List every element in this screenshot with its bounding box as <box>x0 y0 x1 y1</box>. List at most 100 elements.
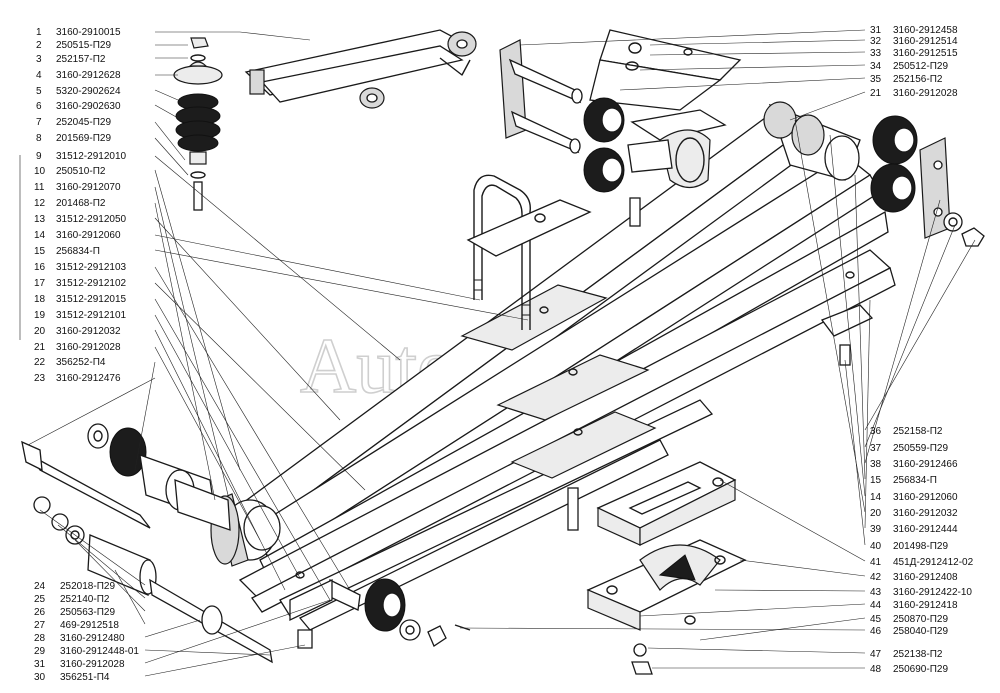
callout-part: 31512-2912102 <box>56 278 127 289</box>
callout-part: 252157-П2 <box>56 54 106 65</box>
rear-pin-hardware <box>289 578 471 649</box>
callout-num: 15 <box>870 475 882 486</box>
callout-num: 30 <box>34 672 46 683</box>
callout-num: 20 <box>34 326 46 337</box>
callout-part: 3160-2912028 <box>893 88 958 99</box>
callout-num: 42 <box>870 572 882 583</box>
callout-num: 31 <box>870 25 882 36</box>
callout-num: 22 <box>34 357 46 368</box>
callout-num: 45 <box>870 614 882 625</box>
bump-stop-stack <box>173 37 223 211</box>
callouts-right: 36 252158-П2 37 250559-П29 38 3160-29124… <box>870 426 974 675</box>
callout-num: 37 <box>870 443 882 454</box>
leaf-spring-pack <box>238 117 896 631</box>
callout-num: 24 <box>34 581 46 592</box>
callout-num: 29 <box>34 646 46 657</box>
callout-part: 250690-П29 <box>893 664 948 675</box>
callout-num: 10 <box>34 166 46 177</box>
callout-num: 43 <box>870 587 882 598</box>
front-bracket-pins <box>499 39 583 154</box>
callouts-top-right: 31 3160-2912458 32 3160-2912514 33 3160-… <box>870 25 958 99</box>
callout-part: 252140-П2 <box>60 594 110 605</box>
callout-num: 38 <box>870 459 882 470</box>
callout-part: 250510-П2 <box>56 166 106 177</box>
callouts-bottom-left: 24 252018-П29 25 252140-П2 26 250563-П29… <box>34 581 139 683</box>
callout-num: 2 <box>36 40 42 51</box>
callout-num: 25 <box>34 594 46 605</box>
callout-part: 5320-2902624 <box>56 86 121 97</box>
callout-part: 250515-П29 <box>56 40 111 51</box>
callout-num: 1 <box>36 27 42 38</box>
rubber-bushings <box>109 97 918 632</box>
callout-part: 250870-П29 <box>893 614 948 625</box>
callout-part: 3160-2912444 <box>893 524 958 535</box>
callout-num: 33 <box>870 48 882 59</box>
callout-num: 40 <box>870 541 882 552</box>
callout-part: 250512-П29 <box>893 61 948 72</box>
callout-part: 3160-2912408 <box>893 572 958 583</box>
callout-num: 35 <box>870 74 882 85</box>
callout-num: 5 <box>36 86 42 97</box>
callout-num: 26 <box>34 607 46 618</box>
callout-part: 31512-2912103 <box>56 262 127 273</box>
callout-part: 252156-П2 <box>893 74 943 85</box>
callout-num: 41 <box>870 557 882 568</box>
callouts-left: 1 3160-2910015 2 250515-П29 3 252157-П2 … <box>34 27 127 384</box>
callout-num: 32 <box>870 36 882 47</box>
callout-num: 34 <box>870 61 882 72</box>
callout-part: 3160-2912060 <box>893 492 958 503</box>
callout-part: 201569-П29 <box>56 133 111 144</box>
callout-part: 3160-2912070 <box>56 182 121 193</box>
callout-part: 3160-2912028 <box>60 659 125 670</box>
callout-part: 258040-П29 <box>893 626 948 637</box>
callout-num: 20 <box>870 508 882 519</box>
callout-part: 252045-П29 <box>56 117 111 128</box>
callout-part: 3160-2912476 <box>56 373 121 384</box>
callout-num: 19 <box>34 310 46 321</box>
callout-num: 4 <box>36 70 42 81</box>
callout-part: 31512-2912010 <box>56 151 127 162</box>
callout-num: 27 <box>34 620 46 631</box>
callout-num: 11 <box>34 182 45 193</box>
u-bolt <box>466 174 592 330</box>
callout-part: 356251-П4 <box>60 672 110 683</box>
callout-num: 8 <box>36 133 42 144</box>
callout-num: 14 <box>870 492 882 503</box>
callout-num: 21 <box>34 342 46 353</box>
callout-part: 469-2912518 <box>60 620 119 631</box>
callout-num: 14 <box>34 230 46 241</box>
callout-part: 3160-2912480 <box>60 633 125 644</box>
axle-pad-bracket <box>586 461 747 675</box>
callout-num: 16 <box>34 262 46 273</box>
callout-part: 252158-П2 <box>893 426 943 437</box>
callout-num: 47 <box>870 649 882 660</box>
rear-shackle-plate <box>919 137 985 247</box>
callout-part: 3160-2910015 <box>56 27 121 38</box>
callout-part: 3160-2902630 <box>56 101 121 112</box>
callout-part: 3160-2912418 <box>893 600 958 611</box>
callout-num: 6 <box>36 101 42 112</box>
callout-num: 12 <box>34 198 46 209</box>
callout-part: 3160-2912514 <box>893 36 958 47</box>
callout-num: 31 <box>34 659 46 670</box>
callout-num: 48 <box>870 664 882 675</box>
callout-part: 356252-П4 <box>56 357 106 368</box>
callout-num: 23 <box>34 373 46 384</box>
callout-part: 256834-П <box>56 246 100 257</box>
callout-part: 3160-2912628 <box>56 70 121 81</box>
callout-num: 28 <box>34 633 46 644</box>
callout-part: 31512-2912050 <box>56 214 127 225</box>
callout-part: 3160-2912060 <box>56 230 121 241</box>
shock-absorber <box>244 29 477 109</box>
callout-num: 9 <box>36 151 42 162</box>
callout-part: 250559-П29 <box>893 443 948 454</box>
callout-part: 3160-2912466 <box>893 459 958 470</box>
callout-part: 3160-2912515 <box>893 48 958 59</box>
callout-part: 250563-П29 <box>60 607 115 618</box>
callout-part: 3160-2912458 <box>893 25 958 36</box>
callout-part: 31512-2912101 <box>56 310 127 321</box>
callout-num: 36 <box>870 426 882 437</box>
callout-part: 3160-2912032 <box>56 326 121 337</box>
callout-part: 252138-П2 <box>893 649 943 660</box>
